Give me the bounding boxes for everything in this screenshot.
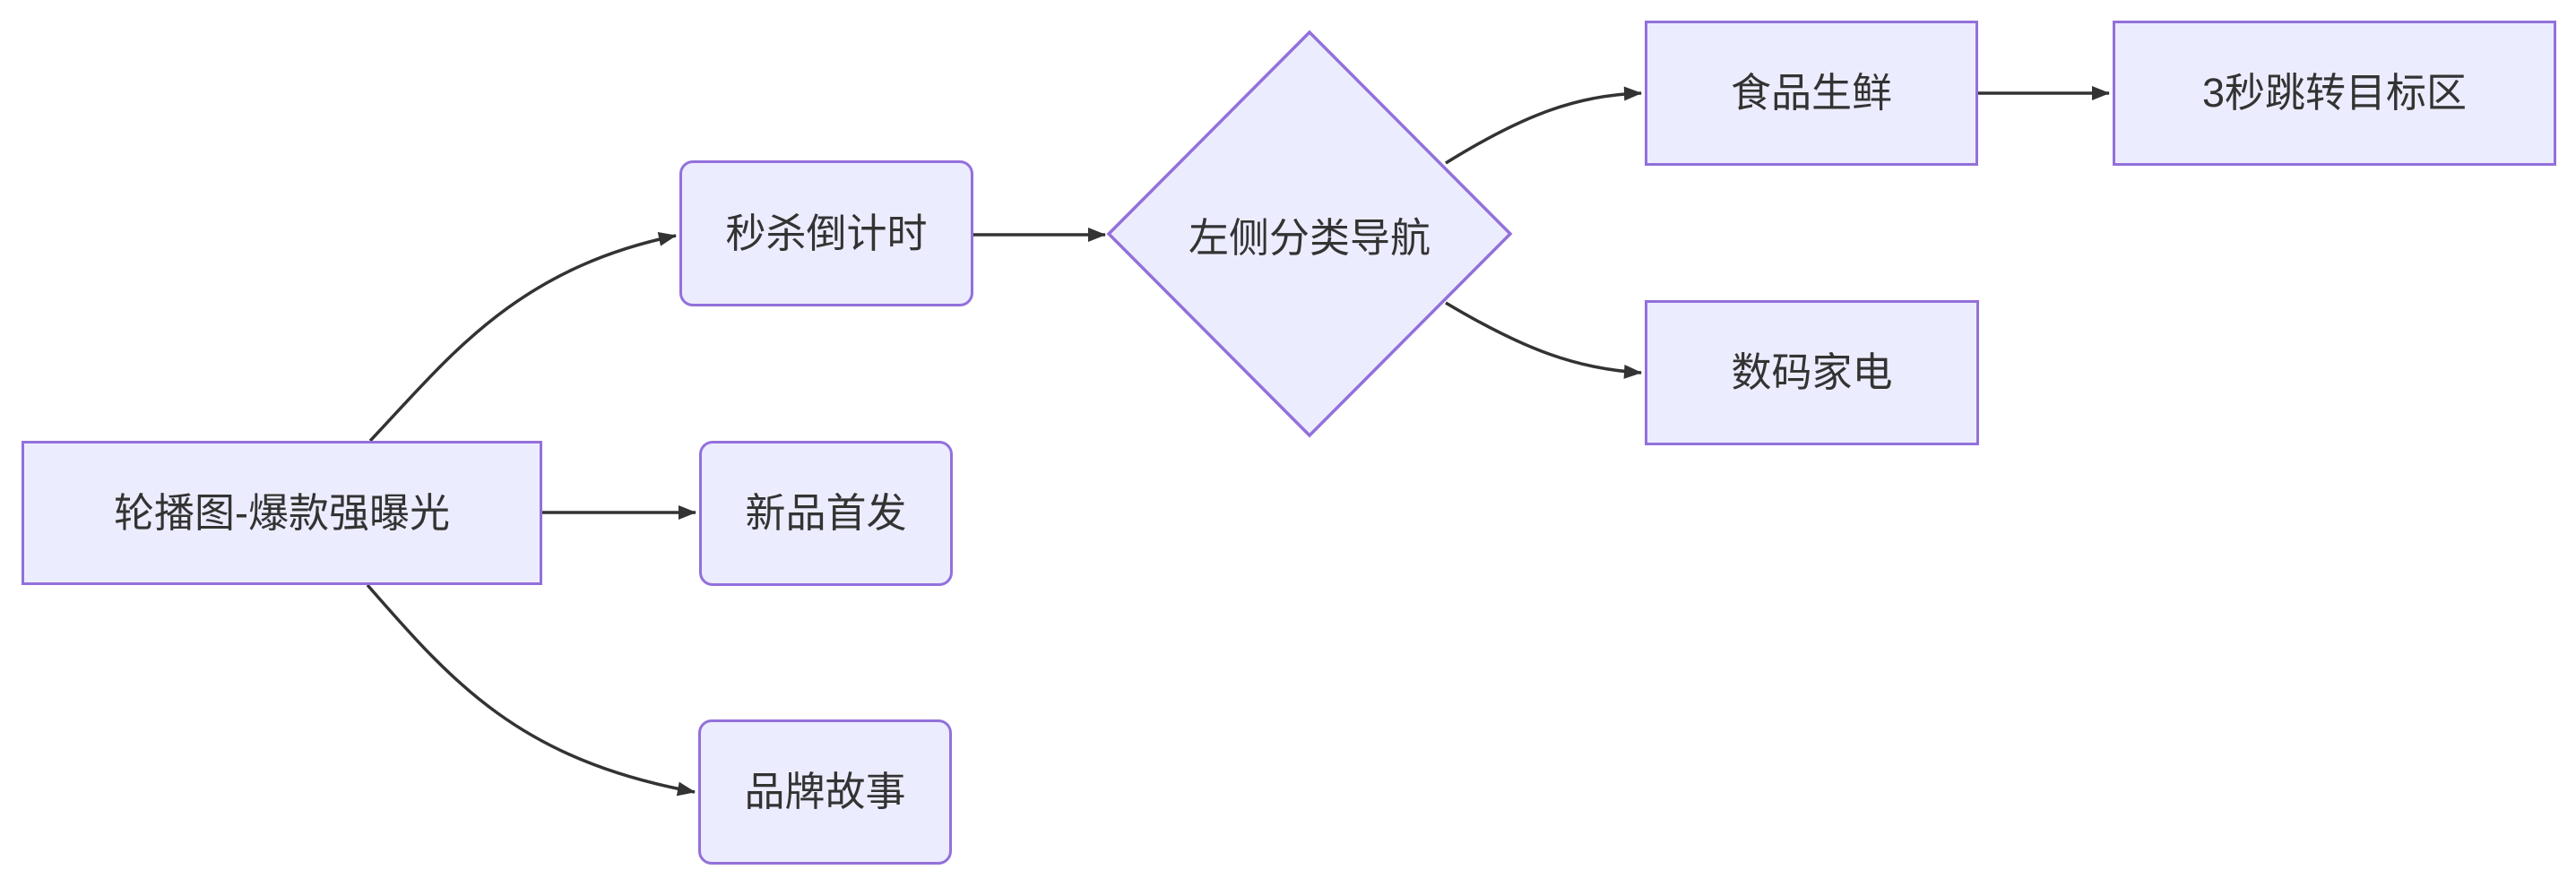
node-digital-appliance: 数码家电 (1645, 300, 1979, 445)
node-carousel-banner: 轮播图-爆款强曝光 (22, 441, 542, 585)
node-seckill-countdown: 秒杀倒计时 (679, 160, 973, 306)
node-label-digital: 数码家电 (1731, 349, 1893, 395)
edge-sidenav-to-food (1445, 86, 1642, 165)
node-label-seckill: 秒杀倒计时 (725, 210, 928, 256)
edge-sidenav-to-digital (1445, 301, 1642, 379)
edge-carousel-to-brandstory (366, 583, 696, 797)
node-label-food: 食品生鲜 (1730, 70, 1892, 116)
node-brand-story: 品牌故事 (698, 719, 952, 865)
edge-carousel-to-seckill (368, 232, 677, 443)
node-food-fresh: 食品生鲜 (1645, 21, 1978, 166)
node-3s-jump-target-zone: 3秒跳转目标区 (2113, 21, 2556, 166)
node-label-brandstory: 品牌故事 (744, 769, 906, 814)
node-label-sidenav-category: 左侧分类导航 (1130, 210, 1489, 261)
node-label-sidenav: 左侧分类导航 (1188, 214, 1431, 261)
node-new-product-launch: 新品首发 (699, 441, 953, 586)
node-label-target: 3秒跳转目标区 (2201, 70, 2468, 116)
node-label-newlaunch: 新品首发 (745, 490, 907, 536)
node-shape-sidenav-diamond (1106, 30, 1513, 438)
node-label-carousel: 轮播图-爆款强曝光 (114, 489, 450, 536)
